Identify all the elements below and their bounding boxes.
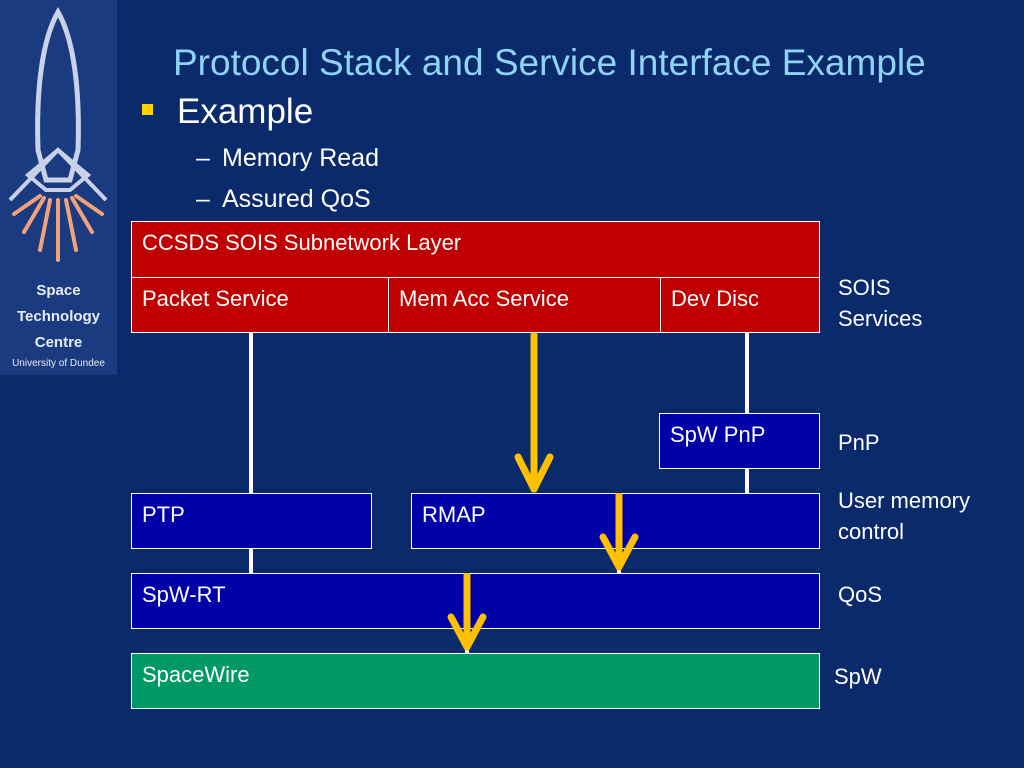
label-sois: SOIS bbox=[838, 275, 891, 300]
label-user-memory: User memory bbox=[838, 488, 971, 513]
dev-disc-box: Dev Disc bbox=[660, 277, 820, 333]
slide-title: Protocol Stack and Service Interface Exa… bbox=[173, 42, 926, 83]
sub-bullet-assured-qos: Assured QoS bbox=[222, 185, 371, 213]
connector-pnp-rmap bbox=[745, 469, 749, 493]
logo-line-centre: Centre bbox=[34, 334, 83, 351]
down-arrow-icon bbox=[599, 493, 639, 571]
rocket-logo-icon bbox=[8, 6, 108, 262]
square-bullet-icon bbox=[142, 104, 153, 115]
sub-bullet-memory-read: Memory Read bbox=[222, 144, 379, 172]
ccsds-sois-subnetwork-layer: CCSDS SOIS Subnetwork Layer bbox=[131, 221, 820, 278]
spacewire-box: SpaceWire bbox=[131, 653, 820, 709]
connector-packet-ptp bbox=[249, 333, 253, 493]
logo-panel: Space Technology Centre University of Du… bbox=[0, 0, 117, 375]
dash-2: – bbox=[196, 185, 210, 213]
spw-rt-box: SpW-RT bbox=[131, 573, 820, 629]
bullet-example: Example bbox=[177, 92, 314, 131]
mem-acc-service-box: Mem Acc Service bbox=[388, 277, 661, 333]
ptp-box: PTP bbox=[131, 493, 372, 549]
spw-pnp-box: SpW PnP bbox=[659, 413, 820, 469]
label-qos: QoS bbox=[838, 582, 883, 607]
connector-ptp-spwrt bbox=[249, 549, 253, 573]
logo-line-university: University of Dundee bbox=[12, 358, 105, 369]
label-spw: SpW bbox=[834, 664, 882, 689]
down-arrow-icon bbox=[447, 573, 487, 651]
down-arrow-icon bbox=[514, 333, 554, 493]
label-control: control bbox=[838, 519, 905, 544]
logo-line-technology: Technology bbox=[16, 308, 101, 325]
logo-line-space: Space bbox=[36, 282, 81, 299]
connector-devdisc-pnp bbox=[745, 333, 749, 413]
packet-service-box: Packet Service bbox=[131, 277, 389, 333]
label-services: Services bbox=[838, 306, 923, 331]
label-pnp: PnP bbox=[838, 430, 880, 455]
dash-1: – bbox=[196, 144, 210, 172]
